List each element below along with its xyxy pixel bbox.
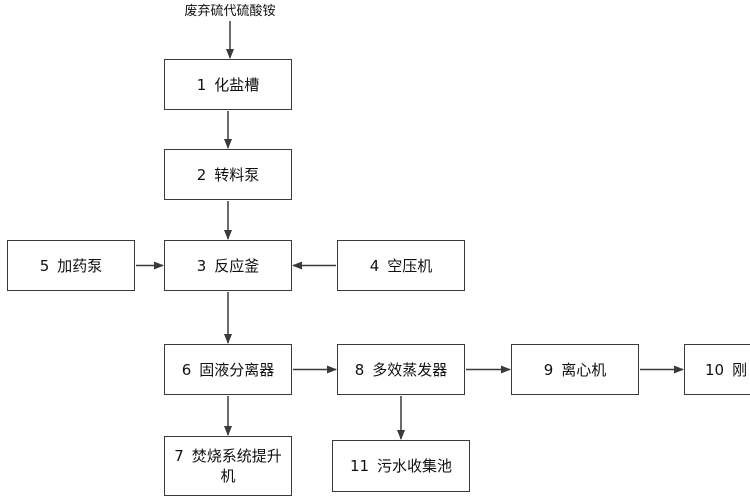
node-label: 转料泵	[214, 165, 260, 184]
node-dissolving-tank: 1 化盐槽	[164, 59, 292, 110]
node-number: 1	[196, 75, 207, 94]
node-number: 4	[369, 256, 380, 275]
node-label: 刚	[732, 360, 748, 379]
node-dosing-pump: 5 加药泵	[7, 240, 135, 291]
node-solid-liquid-separator: 6 固液分离器	[164, 344, 292, 395]
node-label: 焚烧系统提升机	[191, 447, 282, 485]
node-label: 固液分离器	[199, 360, 275, 379]
node-air-compressor: 4 空压机	[337, 240, 465, 291]
node-label: 多效蒸发器	[372, 360, 448, 379]
source-label: 废弃硫代硫酸铵	[184, 4, 276, 19]
node-number: 11	[349, 457, 370, 475]
node-transfer-pump: 2 转料泵	[164, 149, 292, 200]
node-number: 9	[543, 360, 554, 379]
node-label: 污水收集池	[377, 457, 453, 475]
node-multi-effect-evaporator: 8 多效蒸发器	[337, 344, 465, 395]
node-number: 8	[354, 360, 365, 379]
node-10-truncated: 10 刚	[684, 344, 750, 395]
node-number: 6	[181, 360, 192, 379]
node-label: 加药泵	[57, 256, 103, 275]
node-label: 离心机	[561, 360, 607, 379]
node-incineration-elevator: 7 焚烧系统提升机	[164, 436, 292, 496]
node-number: 5	[39, 256, 50, 275]
node-number: 3	[196, 256, 207, 275]
node-reactor: 3 反应釜	[164, 240, 292, 291]
node-wastewater-pool: 11 污水收集池	[332, 440, 470, 492]
node-label: 化盐槽	[214, 75, 260, 94]
node-number: 7	[174, 447, 184, 465]
node-text: 7 焚烧系统提升机	[171, 446, 285, 486]
node-number: 10	[705, 360, 725, 379]
node-label: 反应釜	[214, 256, 260, 275]
node-centrifuge: 9 离心机	[511, 344, 639, 395]
node-number: 2	[196, 165, 207, 184]
node-label: 空压机	[387, 256, 433, 275]
